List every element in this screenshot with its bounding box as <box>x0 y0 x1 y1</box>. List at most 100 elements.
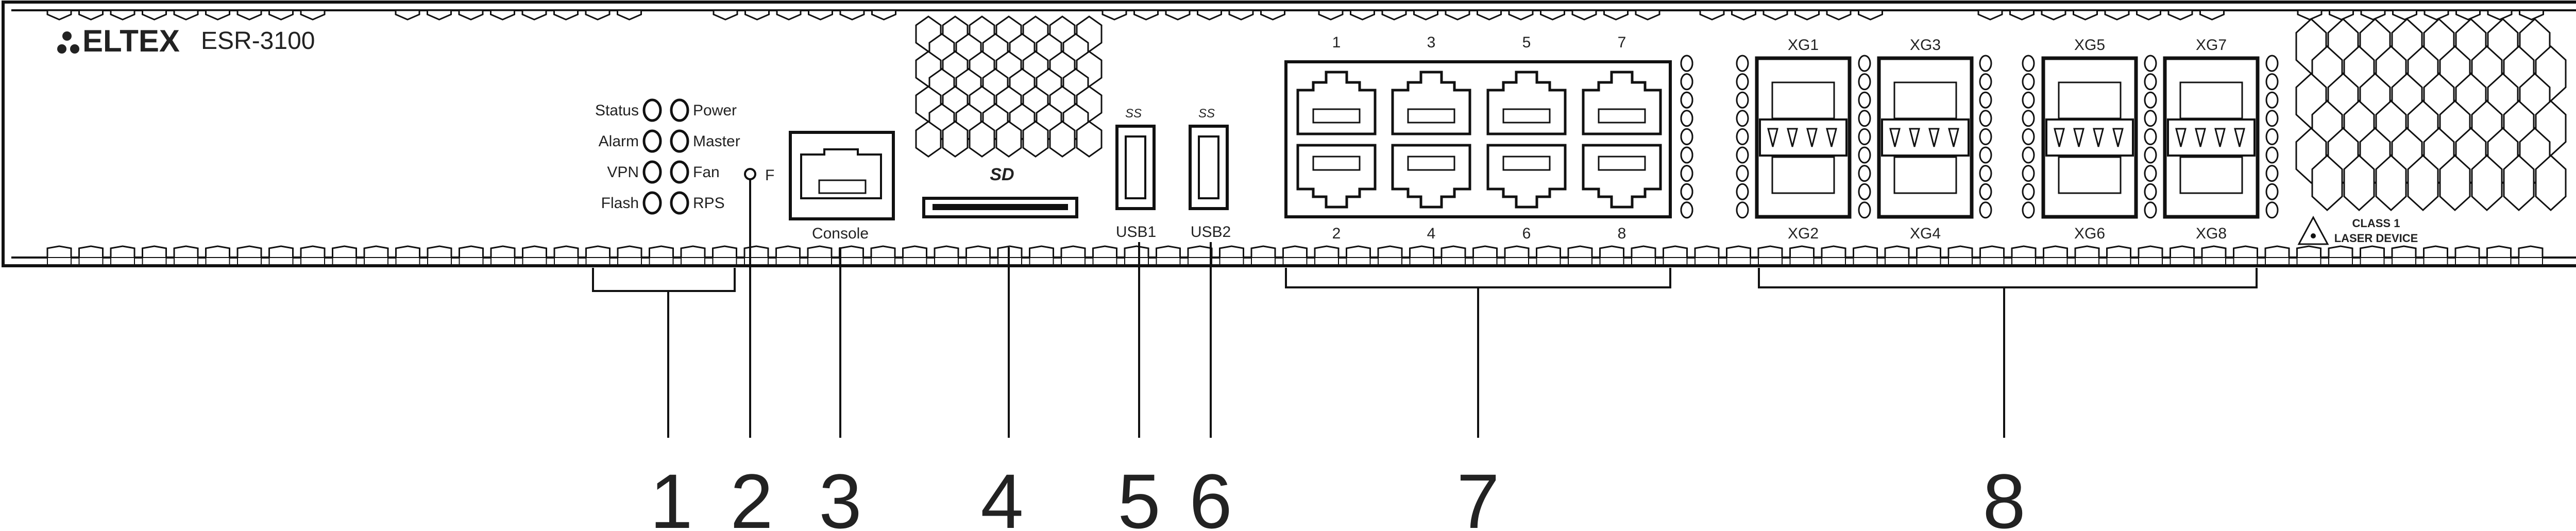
vent-slot <box>1156 257 1181 265</box>
port-led <box>2144 146 2157 164</box>
vent-tooth <box>2104 9 2130 21</box>
vent-slot <box>110 257 135 265</box>
vent-tooth <box>1540 9 1565 21</box>
sfp-latch-mark <box>2214 128 2226 147</box>
port-led <box>1680 91 1693 109</box>
vent-tooth <box>1977 9 2003 21</box>
port-led <box>2022 146 2035 164</box>
sfp-latch-mark <box>1948 128 1959 147</box>
vent-tooth <box>395 9 420 21</box>
vent-slot <box>2075 257 2099 265</box>
vent-tooth <box>776 9 802 21</box>
brand-name: ELTEX <box>82 24 180 58</box>
port-led <box>2144 201 2157 219</box>
vent-slot <box>1568 257 1592 265</box>
vent-slot <box>1282 257 1308 265</box>
vent-tooth <box>46 9 72 21</box>
vent-tooth <box>1762 9 1788 21</box>
vent-tooth <box>300 9 326 21</box>
led-indicator <box>642 98 662 122</box>
rj45-contacts <box>1312 156 1361 171</box>
vent-tooth <box>1472 245 1498 258</box>
port-label-7: 7 <box>1618 34 1626 51</box>
vent-slot <box>1979 257 2005 265</box>
sfp-label-xg6: XG6 <box>2074 225 2105 242</box>
vent-tooth <box>1165 9 1191 21</box>
sfp-latch-mark <box>1928 128 1940 147</box>
vent-tooth <box>236 9 262 21</box>
vent-tooth <box>1858 9 1883 21</box>
port-led <box>2265 146 2279 164</box>
vent-tooth <box>617 9 642 21</box>
sfp-latch <box>2045 118 2134 157</box>
port-led <box>2265 73 2279 91</box>
port-led <box>1979 183 1992 200</box>
vent-slot <box>1536 257 1561 265</box>
vent-tooth <box>617 245 642 258</box>
vent-slot <box>1409 257 1434 265</box>
vent-hole <box>2343 154 2375 212</box>
callout-bracket-8 <box>1758 268 2258 438</box>
vent-tooth <box>2424 9 2449 21</box>
vent-tooth <box>839 9 865 21</box>
vent-tooth <box>2423 245 2448 258</box>
sfp-latch-mark <box>2175 128 2187 147</box>
port-label-6: 6 <box>1522 225 1531 242</box>
vent-hole <box>2535 154 2567 212</box>
vent-tooth <box>934 245 959 258</box>
vent-slot <box>2392 257 2416 265</box>
usb1-label: USB1 <box>1116 224 1156 241</box>
port-label-5: 5 <box>1522 34 1531 51</box>
vent-slot <box>1092 257 1117 265</box>
vent-tooth <box>1282 245 1308 258</box>
port-led <box>1858 128 1871 145</box>
vent-tooth <box>1757 245 1783 258</box>
vent-tooth <box>521 9 547 21</box>
vent-tooth <box>1567 245 1593 258</box>
vent-tooth <box>649 245 674 258</box>
vent-tooth <box>1694 245 1720 258</box>
vent-tooth <box>1260 9 1285 21</box>
vent-tooth <box>1726 245 1751 258</box>
vent-tooth <box>78 245 104 258</box>
vent-tooth <box>46 245 72 258</box>
vent-tooth <box>2041 9 2066 21</box>
vent-slot <box>2455 257 2480 265</box>
vent-slot <box>1694 257 1719 265</box>
port-led <box>2144 55 2157 72</box>
sfp-latch-mark <box>1889 128 1901 147</box>
vent-tooth <box>2455 9 2481 21</box>
vent-tooth <box>713 9 738 21</box>
laser-warning-icon <box>2297 215 2329 245</box>
vent-tooth <box>459 245 484 258</box>
vent-tooth <box>1699 9 1725 21</box>
port-led <box>2144 183 2157 200</box>
vent-tooth <box>1314 245 1340 258</box>
vent-tooth <box>2043 245 2068 258</box>
vent-slot <box>1061 257 1086 265</box>
vent-hole <box>915 121 942 158</box>
sfp-label-xg1: XG1 <box>1788 37 1819 54</box>
port-led <box>1736 183 1749 200</box>
vent-tooth <box>1219 245 1244 258</box>
port-led <box>2022 128 2035 145</box>
vent-slot <box>2360 257 2385 265</box>
port-led <box>1736 201 1749 219</box>
vent-tooth <box>1250 245 1276 258</box>
port-led <box>1858 146 1871 164</box>
port-led <box>2022 91 2035 109</box>
port-led <box>1858 165 1871 182</box>
vent-tooth <box>2199 9 2225 21</box>
vent-slot <box>1631 257 1656 265</box>
vent-tooth <box>2391 245 2417 258</box>
vent-hole <box>2375 154 2407 212</box>
usb-ss-logo: SS <box>1198 107 1215 121</box>
vent-slot <box>871 257 895 265</box>
vent-slot <box>2106 257 2131 265</box>
eltex-logo: ELTEX <box>57 24 180 58</box>
sfp-latch-mark <box>2093 128 2104 147</box>
port-led <box>1979 110 1992 127</box>
callout-7: 7 <box>1456 458 1499 531</box>
sfp-latch-mark <box>1826 128 1837 147</box>
